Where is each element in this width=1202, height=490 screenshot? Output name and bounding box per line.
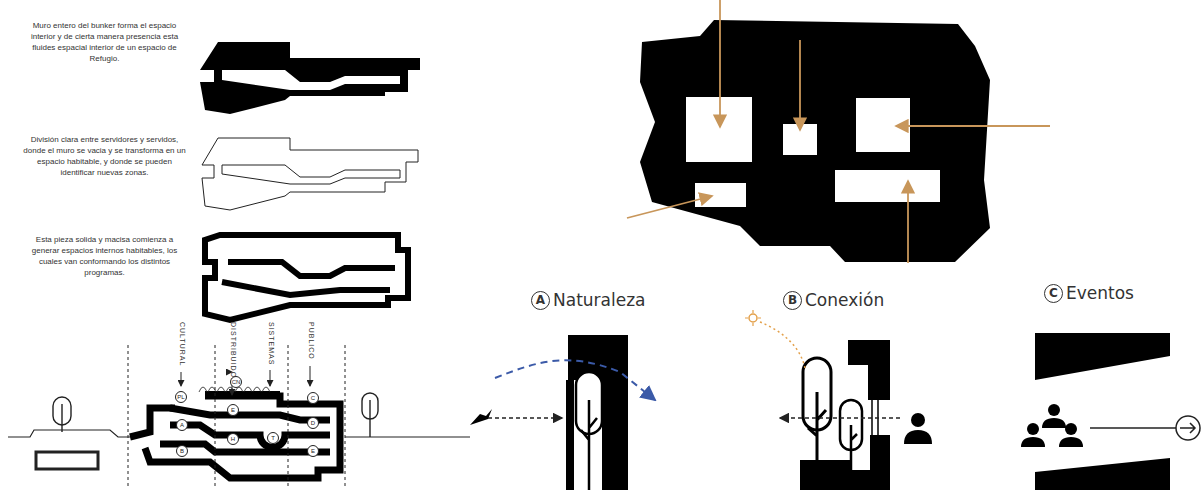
concept-heading: BConexión <box>783 290 884 310</box>
nature-icon <box>470 335 655 490</box>
zone-circle: E <box>307 445 319 457</box>
note-text: Muro entero del bunker forma el espacio … <box>22 20 187 64</box>
note-text: Esta pieza solida y macisa comienza a ge… <box>22 234 187 278</box>
zone-circle: A <box>176 419 188 431</box>
bunker-plan <box>627 0 1050 263</box>
zone-label: CULTURAL <box>179 322 186 366</box>
bunker-outline <box>202 138 418 210</box>
zone-letter: C <box>311 395 315 401</box>
heading-word: Eventos <box>1066 283 1134 303</box>
zone-circle: C <box>307 392 319 404</box>
heading-word: Naturaleza <box>553 290 646 310</box>
zone-label: PUBLICO <box>308 322 315 360</box>
zone-letter: E <box>231 407 235 413</box>
zone-letter: PL <box>177 394 184 400</box>
zone-circle: B <box>176 445 188 457</box>
site-section <box>8 345 470 488</box>
zone-letter: T <box>271 435 275 441</box>
zone-letter: B <box>180 448 184 454</box>
zone-letter: CN <box>232 379 241 385</box>
heading-letter: B <box>783 291 802 310</box>
zone-letter: D <box>311 420 315 426</box>
zone-circle: D <box>307 417 319 429</box>
zone-label: SISTEMAS <box>268 322 275 365</box>
note-text: División clara entre servidores y servid… <box>22 134 187 178</box>
zone-circle: PL <box>175 391 187 403</box>
zone-circle: E <box>227 404 239 416</box>
zone-circle: T <box>267 432 279 444</box>
zone-label: DISTRIBUIDOR <box>230 322 237 384</box>
bunker-hollow <box>205 235 408 320</box>
zone-letter: A <box>180 422 184 428</box>
concept-heading: CEventos <box>1044 283 1134 303</box>
bunker-solid <box>200 42 420 114</box>
zone-circle: CN <box>230 376 243 389</box>
heading-word: Conexión <box>805 290 884 310</box>
zone-circle: H <box>227 433 239 445</box>
connection-icon <box>745 310 932 490</box>
concept-heading: ANaturaleza <box>531 290 646 310</box>
heading-letter: C <box>1044 284 1063 303</box>
zone-letter: E <box>311 448 315 454</box>
events-icon <box>1021 333 1200 490</box>
heading-letter: A <box>531 291 550 310</box>
zone-letter: H <box>231 436 235 442</box>
